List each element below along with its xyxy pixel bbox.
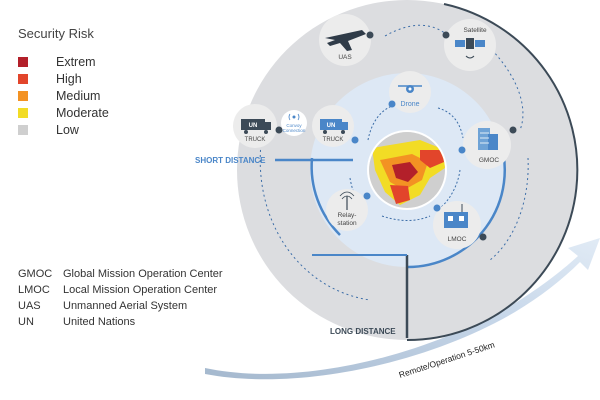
node-lmoc: LMOC [433,201,487,249]
legend-label: Medium [56,88,101,103]
node-satellite: Satellite [442,19,496,71]
dotted-arrow-gmoc [437,107,464,139]
dotted-arc-sat-gmoc [491,49,524,131]
truck-icon [320,119,348,134]
abbr-key: GMOC [18,268,53,280]
abbr-un: UN United Nations [18,314,223,330]
dotted-arrow-lmoc [439,169,461,209]
outer-dark-arc [406,3,579,342]
abbr-value: United Nations [63,316,136,328]
dotted-arrow-drone [367,105,393,141]
inner-blue-arc-right [406,139,506,269]
abbr-key: LMOC [18,284,50,296]
swatch-high [18,73,28,84]
abbr-key: UAS [18,300,41,312]
node-gmoc: GMOC [458,121,517,169]
abbr-value: Global Mission Operation Center [63,268,223,280]
abbr-value: Local Mission Operation Center [63,284,218,296]
legend-label: High [56,71,82,86]
truck-outer-label: TRUCK [245,137,266,143]
building-icon [478,128,498,150]
abbr-key: UN [18,316,34,328]
gmoc-label: GMOC [479,157,500,164]
dotted-arc-right [489,157,529,261]
short-distance-label: SHORT DISTANCE [195,156,266,165]
drone-icon [398,85,422,93]
node-drone: Drone [388,71,431,113]
truck-outer-badge: UN [249,123,258,129]
relay-label-line2: station [337,220,357,227]
node-convoy: Convoy Connection [281,110,307,136]
dotted-arrow-relay-lmoc [381,215,431,221]
satellite-label: Satellite [463,27,487,34]
legend-label: Low [56,122,79,137]
globe-risk-map [367,130,447,210]
abbr-gmoc: GMOC Global Mission Operation Center [18,266,223,282]
lmoc-label: LMOC [448,236,467,243]
container-icon [444,204,468,228]
legend-title: Security Risk [18,26,94,41]
swatch-extrem [18,56,28,67]
swatch-low [18,124,28,135]
legend-item-moderate: Moderate [18,104,109,121]
long-distance-label: LONG DISTANCE [330,327,396,336]
node-relay: Relay- station [326,189,371,231]
inner-blue-arc [310,157,341,236]
abbr-uas: UAS Unmanned Aerial System [18,298,223,314]
legend-item-low: Low [18,121,109,138]
abbr-value: Unmanned Aerial System [63,300,188,312]
dotted-arc-left [259,134,371,301]
legend-item-extrem: Extrem [18,53,109,70]
legend-label: Moderate [56,105,109,120]
swatch-medium [18,90,28,101]
node-truck-inner: UN TRUCK [312,105,359,147]
truck-icon [241,119,271,134]
convoy-label-line2: Connection [283,128,306,133]
truck-inner-label: TRUCK [323,137,344,143]
drone-label: Drone [400,101,419,108]
satellite-icon [455,38,485,59]
legend-item-medium: Medium [18,87,109,104]
node-uas: UAS [319,14,374,66]
convoy-label-line1: Convoy [286,123,302,128]
truck-inner-badge: UN [327,123,336,129]
swatch-moderate [18,107,28,118]
signal-icon [288,113,300,121]
node-truck-outer: UN TRUCK [233,104,283,148]
airplane-icon [325,30,366,51]
abbreviation-list: GMOC Global Mission Operation Center LMO… [18,266,223,330]
uas-label: UAS [338,54,352,61]
legend-label: Extrem [56,54,96,69]
antenna-icon [339,191,355,210]
remote-operation-label: Remote/Operation 5-50km [398,339,496,379]
security-risk-legend: Security Risk Extrem High Medium Moderat… [18,26,109,138]
legend-item-high: High [18,70,109,87]
dotted-arc-uas-sat [384,24,447,37]
relay-label-line1: Relay- [338,212,357,219]
abbr-lmoc: LMOC Local Mission Operation Center [18,282,223,298]
